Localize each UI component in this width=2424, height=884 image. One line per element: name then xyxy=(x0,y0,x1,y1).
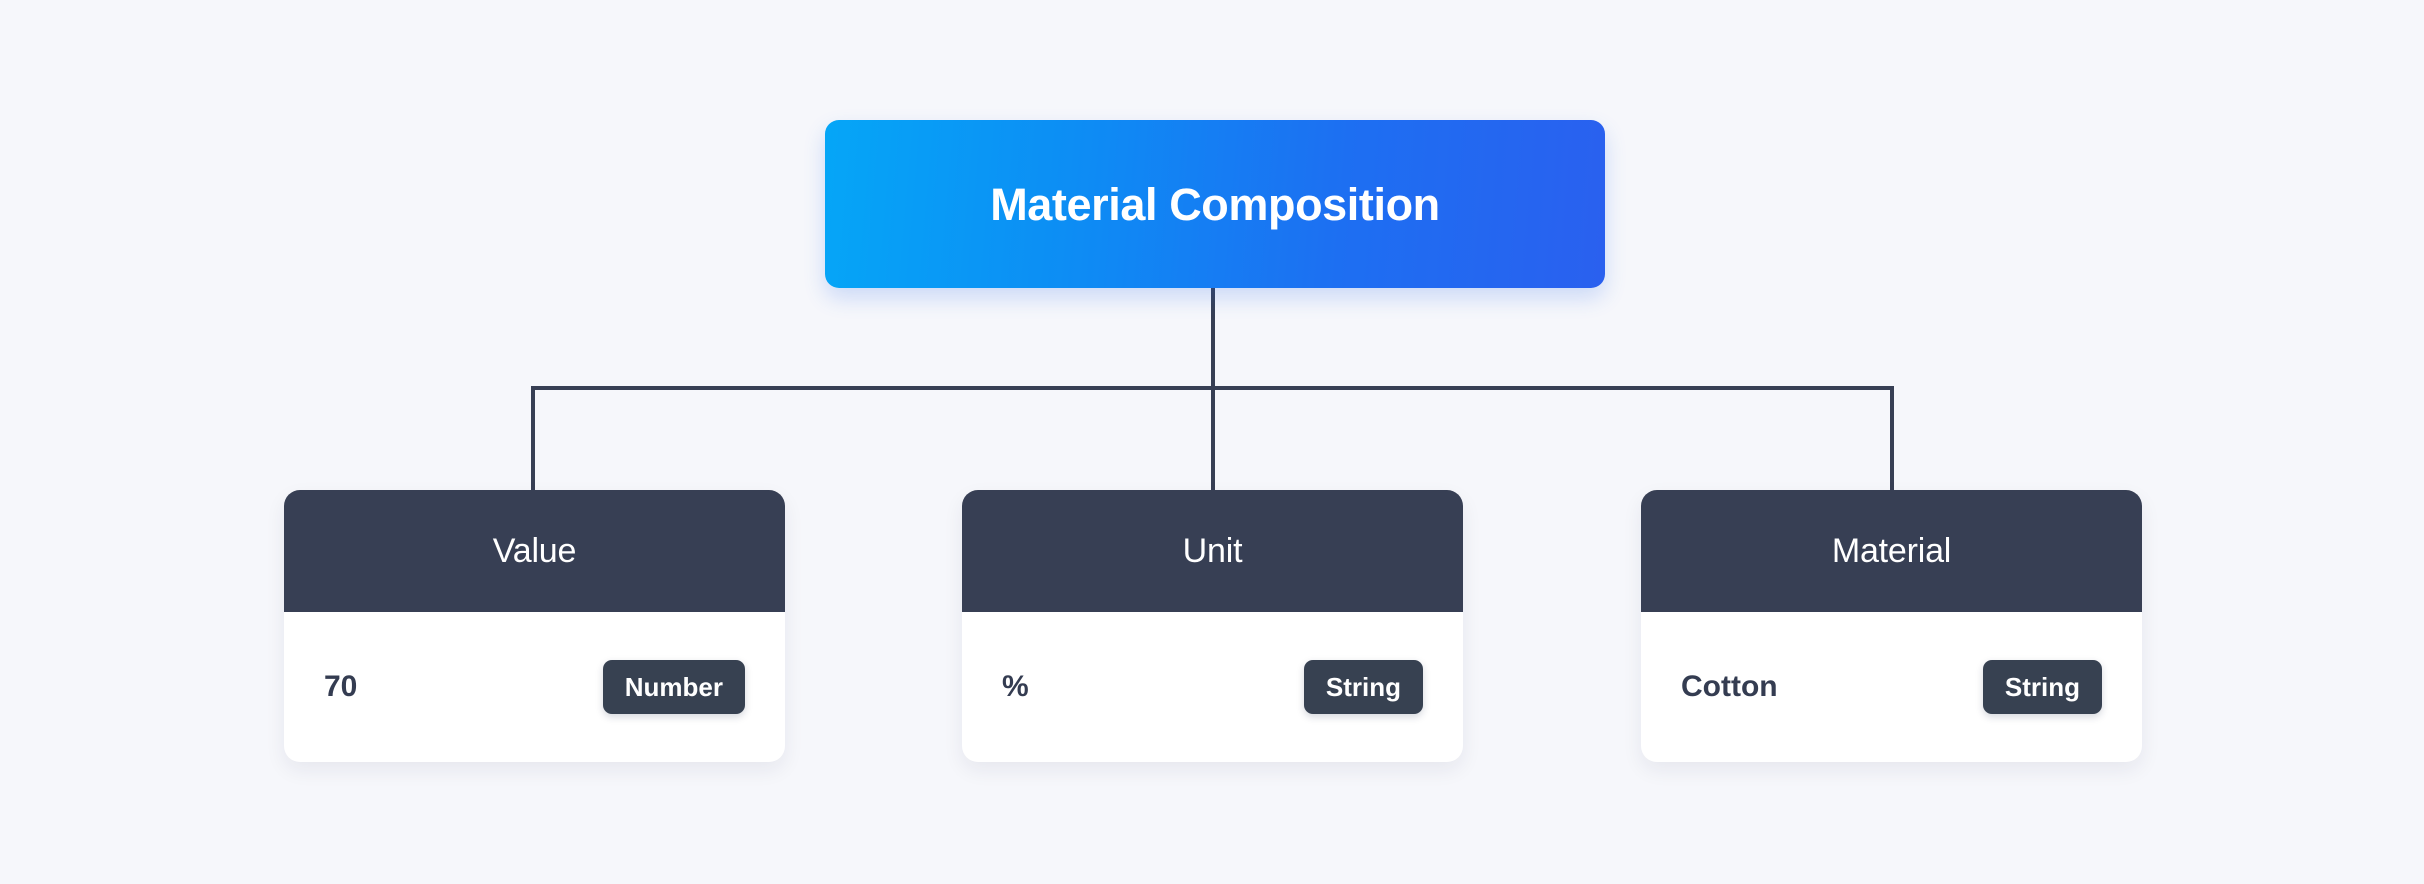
child-node-value-text: Cotton xyxy=(1681,670,1778,703)
child-node-title: Unit xyxy=(1182,532,1243,570)
child-node-unit[interactable]: Unit % String xyxy=(962,490,1463,762)
connector-drop-right xyxy=(1890,386,1894,490)
child-node-body: % String xyxy=(962,612,1463,762)
type-badge[interactable]: String xyxy=(1982,660,2102,714)
connector-drop-left xyxy=(531,386,535,490)
child-node-value-text: 70 xyxy=(324,670,358,703)
child-node-body: Cotton String xyxy=(1641,612,2142,762)
child-node-material[interactable]: Material Cotton String xyxy=(1641,490,2142,762)
child-node-body: 70 Number xyxy=(284,612,785,762)
root-node-material-composition[interactable]: Material Composition xyxy=(825,120,1605,288)
root-node-label: Material Composition xyxy=(990,178,1440,230)
type-badge[interactable]: String xyxy=(1303,660,1423,714)
type-badge[interactable]: Number xyxy=(602,660,745,714)
child-node-title: Value xyxy=(492,532,577,570)
child-node-value-text: % xyxy=(1002,670,1029,703)
child-node-header: Unit xyxy=(962,490,1463,612)
connector-horizontal-bus xyxy=(531,386,1894,390)
child-node-header: Material xyxy=(1641,490,2142,612)
child-node-value[interactable]: Value 70 Number xyxy=(284,490,785,762)
child-node-header: Value xyxy=(284,490,785,612)
child-node-title: Material xyxy=(1831,532,1952,570)
